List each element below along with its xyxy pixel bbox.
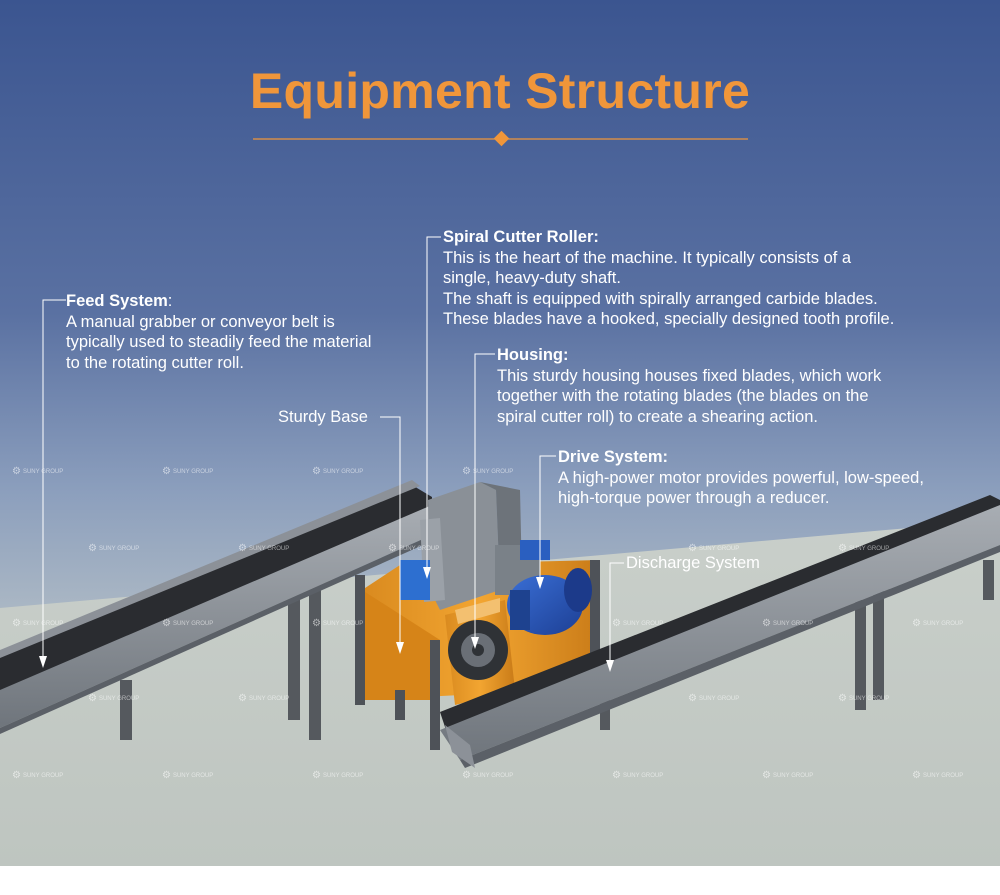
cutter-drum xyxy=(445,598,515,705)
watermark-logo: SUNY GROUP xyxy=(912,770,963,781)
watermark-logo: SUNY GROUP xyxy=(12,770,63,781)
watermark-logo: SUNY GROUP xyxy=(88,693,139,704)
leader-discharge xyxy=(609,562,624,668)
watermark-logo: SUNY GROUP xyxy=(312,466,363,477)
spiral-cutter-line-1: This is the heart of the machine. It typ… xyxy=(443,248,852,267)
annotation-feed-system: Feed System: A manual grabber or conveyo… xyxy=(66,291,426,373)
watermark-logo: SUNY GROUP xyxy=(162,466,213,477)
annotation-housing: Housing: This sturdy housing houses fixe… xyxy=(497,345,967,427)
feed-system-line-3: to the rotating cutter roll. xyxy=(66,353,244,372)
arrow-spiral-cutter xyxy=(423,567,431,579)
watermark-logo: SUNY GROUP xyxy=(238,693,289,704)
watermark-logo: SUNY GROUP xyxy=(12,618,63,629)
leader-sturdy-base xyxy=(380,416,401,650)
watermark-logo: SUNY GROUP xyxy=(162,618,213,629)
feed-system-heading: Feed System xyxy=(66,292,168,310)
watermark-logo: SUNY GROUP xyxy=(238,543,289,554)
arrow-sturdy-base xyxy=(396,642,404,654)
arrow-discharge xyxy=(606,660,614,672)
watermark-logo: SUNY GROUP xyxy=(12,466,63,477)
housing-line-3: spiral cutter roll) to create a shearing… xyxy=(497,407,818,426)
drive-motor xyxy=(495,540,592,635)
page-title: Equipment Structure xyxy=(249,63,751,119)
feed-system-heading-suffix: : xyxy=(167,292,173,310)
spiral-cutter-line-3: The shaft is equipped with spirally arra… xyxy=(443,289,878,308)
watermark-logo: SUNY GROUP xyxy=(312,770,363,781)
watermark-logo: SUNY GROUP xyxy=(612,618,663,629)
spiral-cutter-line-4: These blades have a hooked, specially de… xyxy=(443,310,895,328)
label-sturdy-base: Sturdy Base xyxy=(278,408,368,426)
watermark-logo: SUNY GROUP xyxy=(88,543,139,554)
watermark-logo: SUNY GROUP xyxy=(912,618,963,629)
discharge-conveyor-legs xyxy=(600,560,994,730)
watermark-logo: SUNY GROUP xyxy=(762,618,813,629)
drive-system-line-2: high-torque power through a reducer. xyxy=(558,489,830,507)
housing-heading: Housing: xyxy=(497,346,569,364)
spiral-cutter-line-2: single, heavy-duty shaft. xyxy=(443,269,621,287)
feed-conveyor xyxy=(0,480,432,734)
feed-system-line-1: A manual grabber or conveyor belt is xyxy=(66,312,335,331)
watermark-logo: SUNY GROUP xyxy=(838,543,889,554)
leader-housing xyxy=(474,353,495,645)
annotation-drive-system: Drive System: A high-power motor provide… xyxy=(558,447,998,509)
drive-system-heading: Drive System: xyxy=(558,448,669,466)
leader-feed-system xyxy=(42,299,66,664)
watermark-logo: SUNY GROUP xyxy=(462,770,513,781)
housing-line-2: together with the rotating blades (the b… xyxy=(497,387,869,405)
leader-drive-system xyxy=(539,455,556,585)
watermark-logo: SUNY GROUP xyxy=(838,693,889,704)
watermark-logo: SUNY GROUP xyxy=(388,543,439,554)
watermark-logo: SUNY GROUP xyxy=(312,618,363,629)
bottom-band xyxy=(0,866,1000,895)
spiral-cutter-heading: Spiral Cutter Roller: xyxy=(443,228,599,246)
leader-arrowheads xyxy=(39,567,614,672)
watermark-logo: SUNY GROUP xyxy=(612,770,663,781)
arrow-feed-system xyxy=(39,656,47,668)
discharge-conveyor xyxy=(440,495,1000,768)
drive-system-line-1: A high-power motor provides powerful, lo… xyxy=(558,468,924,487)
watermark-logo: SUNY GROUP xyxy=(162,770,213,781)
arrow-housing xyxy=(471,637,479,649)
leader-spiral-cutter xyxy=(426,236,441,575)
arrow-drive-system xyxy=(536,577,544,589)
label-discharge-system: Discharge System xyxy=(626,554,760,572)
watermark-logo: SUNY GROUP xyxy=(462,466,513,477)
leader-lines xyxy=(42,236,624,668)
feed-system-line-2: typically used to steadily feed the mate… xyxy=(66,333,372,351)
title-diamond xyxy=(493,130,510,147)
housing-line-1: This sturdy housing houses fixed blades,… xyxy=(497,366,882,385)
annotation-spiral-cutter-roller: Spiral Cutter Roller: This is the heart … xyxy=(443,227,993,330)
watermark-logo: SUNY GROUP xyxy=(762,770,813,781)
watermark-logo: SUNY GROUP xyxy=(688,543,739,554)
watermark-logo: SUNY GROUP xyxy=(688,693,739,704)
